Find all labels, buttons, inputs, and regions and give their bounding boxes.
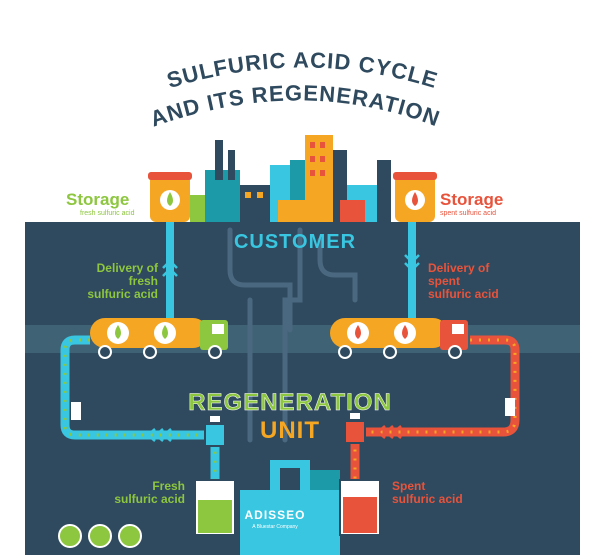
- spent-tank-label: Spent sulfuric acid: [392, 479, 463, 507]
- dot-2: [88, 524, 112, 548]
- delivery-fresh-label: Delivery of fresh sulfuric acid: [52, 261, 158, 302]
- delivery-fresh-line-3: sulfuric acid: [87, 287, 158, 302]
- delivery-spent-line-3: sulfuric acid: [428, 287, 499, 302]
- fresh-arrows: [162, 259, 178, 277]
- storage-tank-fresh: [148, 172, 192, 222]
- valve-fresh: [204, 416, 226, 447]
- delivery-spent-label: Delivery of spent sulfuric acid: [428, 261, 499, 302]
- storage-tank-spent: [393, 172, 437, 222]
- spent-arrows: [404, 254, 420, 272]
- side-valve-left: [71, 402, 81, 420]
- factory-skyline: [190, 135, 391, 222]
- fresh-flow-arrows: [146, 428, 172, 442]
- fresh-delivery-line: [166, 222, 174, 322]
- brand-tagline: A Bluestar Company: [252, 524, 298, 530]
- spent-acid-tank: [339, 479, 381, 536]
- regeneration-word: REGENERATION: [188, 389, 392, 416]
- spent-delivery-line: [408, 222, 416, 322]
- delivery-spent-line-1: Delivery of: [428, 261, 490, 275]
- truck-spent: [330, 318, 468, 359]
- fresh-tank-label: Fresh sulfuric acid: [90, 479, 185, 507]
- spent-tank-line-1: Spent: [392, 479, 426, 493]
- spent-tank-line-2: sulfuric acid: [392, 492, 463, 507]
- fresh-acid-tank: [194, 479, 236, 536]
- spent-flow-arrows: [376, 425, 402, 439]
- delivery-fresh-line-1: Delivery of: [96, 261, 158, 275]
- regeneration-plant: [240, 460, 340, 555]
- title-line-2: AND ITS REGENERATION: [147, 80, 444, 131]
- background-pipes: [227, 227, 358, 443]
- dot-1: [58, 524, 82, 548]
- customer-label: CUSTOMER: [234, 231, 356, 253]
- delivery-spent-line-2: spent: [428, 274, 461, 289]
- valve-spent: [344, 413, 366, 444]
- side-valve-right: [505, 398, 515, 416]
- brand-name: ADISSEO: [244, 508, 305, 522]
- storage-right-sublabel: spent sulfuric acid: [440, 210, 497, 217]
- unit-word: UNIT: [260, 417, 320, 444]
- truck-fresh: [90, 318, 228, 359]
- spent-pipeline: [350, 335, 520, 500]
- delivery-fresh-line-2: fresh: [128, 274, 158, 289]
- storage-right-label: Storage: [440, 190, 504, 209]
- dot-3: [118, 524, 142, 548]
- fresh-tank-line-1: Fresh: [152, 479, 185, 493]
- storage-left-label: Storage: [66, 190, 130, 209]
- storage-left-sublabel: fresh sulfuric acid: [80, 210, 135, 217]
- fresh-pipeline-dots: [63, 338, 217, 505]
- fresh-tank-line-2: sulfuric acid: [114, 492, 185, 507]
